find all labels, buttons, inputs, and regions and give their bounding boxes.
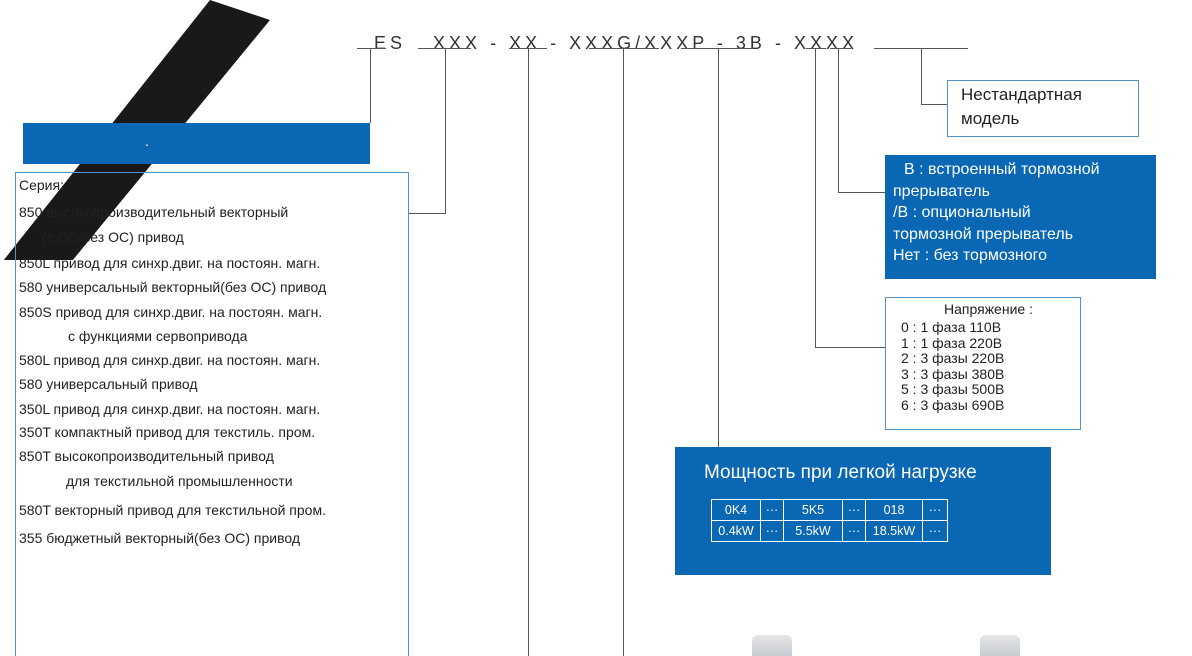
code-sep: - [490,33,501,53]
power-cell: ··· [760,499,784,521]
voltage-item: 5 : 3 фазы 500В [901,381,1005,397]
power-cell: 0.4kW [711,520,761,542]
code-sep: - [774,33,785,53]
voltage-item: 2 : 3 фазы 220В [901,350,1005,366]
code-part-xx: XX [509,33,542,53]
power-cell: 5K5 [783,499,843,521]
power-cell: ··· [842,499,866,521]
power-cell: ··· [842,520,866,542]
power-cell: 018 [865,499,923,521]
power-table: 0K4 ··· 5K5 ··· 018 ··· 0.4kW ··· 5.5kW … [711,499,948,542]
code-sep: - [550,33,561,53]
series-item: 580T векторный привод для текстильной пр… [19,502,326,518]
series-item: 850T высокопроизводительный привод [19,448,274,464]
code-part-power: XXXG/XXXP [569,33,708,53]
drive-image [980,635,1020,656]
series-header-bar: . [23,123,370,164]
power-kw-row: 0.4kW ··· 5.5kW ··· 18.5kW ··· [711,520,948,542]
power-title: Мощность при легкой нагрузке [704,462,977,483]
voltage-item: 0 : 1 фаза 110В [901,319,1002,335]
brake-box: B : встроенный тормозной прерыватель /B … [885,155,1156,279]
series-item: с функциями сервопривода [68,328,248,344]
power-cell: ··· [922,499,948,521]
voltage-box: Напряжение : 0 : 1 фаза 110В 1 : 1 фаза … [885,297,1081,430]
power-cell: 18.5kW [865,520,923,542]
series-box: Серия: 850 высокопроизводительный вектор… [15,172,409,656]
series-item: 850S привод для синхр.двиг. на постоян. … [19,304,323,320]
series-item: 580L привод для синхр.двиг. на постоян. … [19,352,321,368]
power-cell: 0K4 [711,499,761,521]
nonstandard-box: Нестандартная модель [947,80,1139,137]
series-item: для текстильной промышленности [66,473,293,489]
code-part-es: ES [374,33,407,53]
power-cell: ··· [760,520,784,542]
brake-line: прерыватель [893,182,990,200]
series-header-label: . [145,133,149,149]
voltage-item: 1 : 1 фаза 220В [901,335,1003,351]
brake-line: /B : опциональный [893,204,1031,221]
series-item: 850 высокопроизводительный векторный [19,204,289,220]
series-item: 355 бюджетный векторный(без ОС) привод [19,530,300,546]
nonstandard-line1: Нестандартная [961,85,1082,104]
series-item: 350T компактный привод для текстиль. про… [19,424,316,440]
series-item: 580 универсальный привод [19,376,198,392]
code-part-voltage-brake: 3B [735,33,766,53]
series-item: (с ОС/без ОС) привод [42,229,184,245]
series-item: 850L привод для синхр.двиг. на постоян. … [19,255,321,271]
brake-line: B : встроенный тормозной [904,161,1100,178]
power-box: Мощность при легкой нагрузке 0K4 ··· 5K5… [675,447,1051,575]
nonstandard-line2: модель [961,109,1020,128]
brake-line: тормозной прерыватель [893,225,1074,243]
code-part-series: XXX [433,33,482,53]
voltage-title: Напряжение : [944,301,1033,317]
voltage-item: 6 : 3 фазы 690В [901,397,1005,413]
series-item: 350L привод для синхр.двиг. на постоян. … [19,401,321,417]
series-item: 580 универсальный векторный(без ОС) прив… [19,279,327,295]
power-code-row: 0K4 ··· 5K5 ··· 018 ··· [711,499,948,521]
power-cell: 5.5kW [783,520,843,542]
brake-line: Нет : без тормозного [893,247,1048,264]
voltage-item: 3 : 3 фазы 380В [901,366,1005,382]
drive-image [752,635,792,656]
code-part-nonstandard: XXXX [793,33,858,53]
code-sep: - [716,33,727,53]
series-title: Серия: [19,177,64,193]
power-cell: ··· [922,520,948,542]
